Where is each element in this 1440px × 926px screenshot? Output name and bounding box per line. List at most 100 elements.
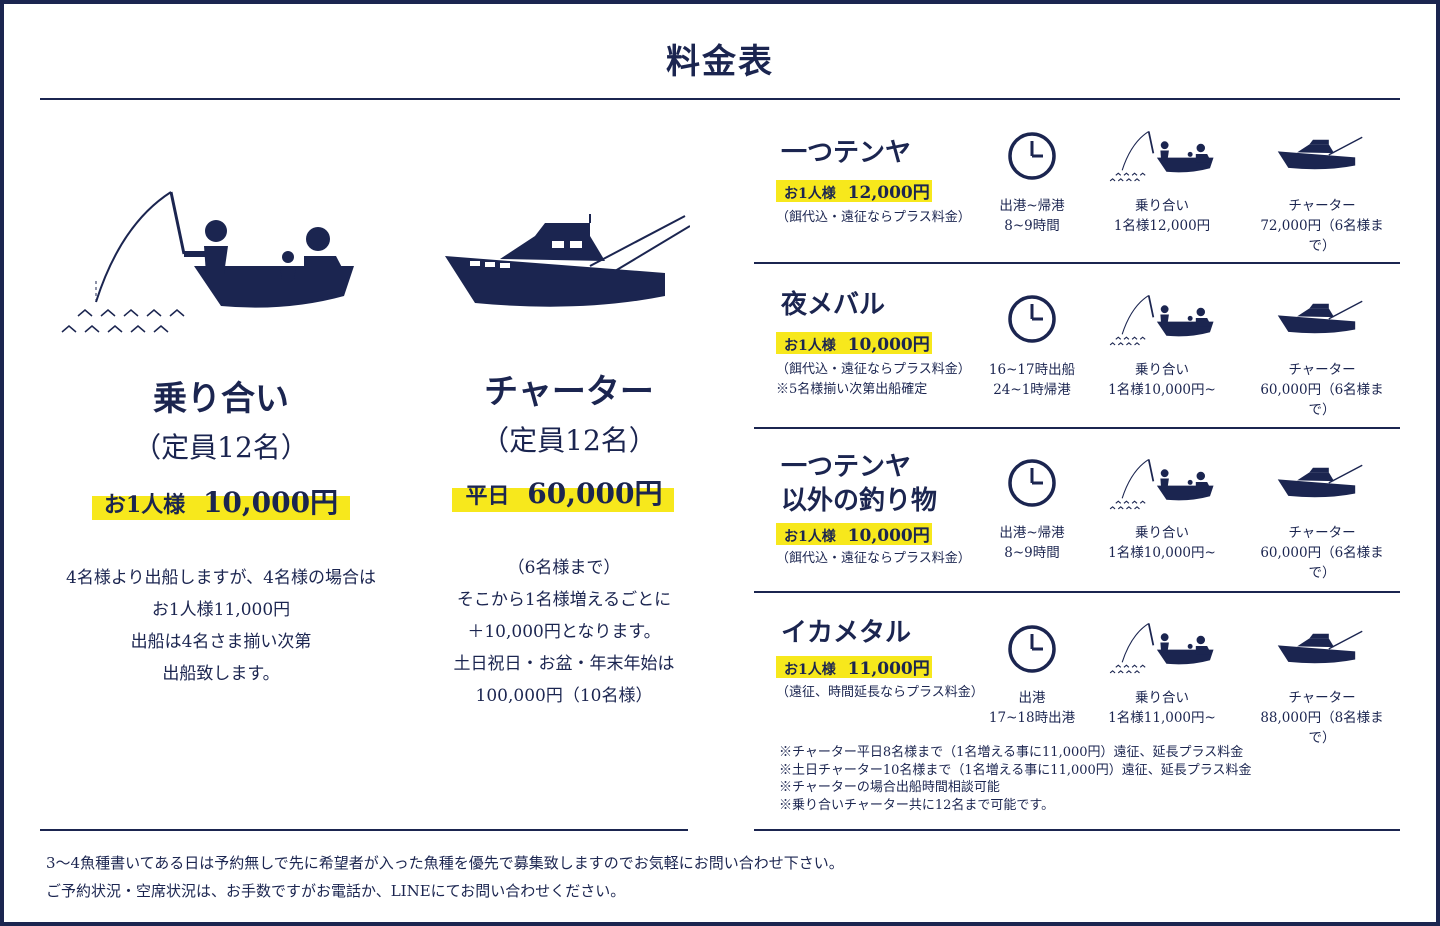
shared-plan-header: 乗り合い （定員12名） <box>76 371 366 466</box>
fish-notes: （遠征、時間延長ならプラス料金） <box>776 683 984 703</box>
shared-price: 1名様11,000円~ <box>1108 710 1216 726</box>
desc-line: 4名様より出船しますが、4名様の場合は <box>66 568 376 588</box>
shared-info: 乗り合い 1名様10,000円~ <box>1102 523 1222 563</box>
shared-label: 乗り合い <box>1135 525 1189 541</box>
small-charter-boat-icon <box>1276 628 1364 668</box>
fish-name: 一つテンヤ <box>781 452 912 482</box>
charter-price-highlight <box>452 488 674 512</box>
fish-price: お1人様 10,000円 <box>784 330 930 355</box>
fish-price: お1人様 12,000円 <box>784 178 930 203</box>
shared-info: 乗り合い 1名様11,000円~ <box>1102 688 1222 728</box>
clock-icon <box>1007 458 1057 508</box>
fish-notes: （餌代込・遠征ならプラス料金） ※5名様揃い次第出船確定 <box>776 360 971 400</box>
charter-label: チャーター <box>1288 690 1356 706</box>
desc-line: そこから1名様増えるごとに <box>456 590 672 610</box>
small-charter-boat-icon <box>1276 298 1364 338</box>
right-bottom-divider <box>754 829 1400 831</box>
fish-name-line2: 以外の釣り物 <box>781 486 938 516</box>
desc-line: 出船致します。 <box>162 664 280 684</box>
time-value: 24~1時帰港 <box>993 382 1071 398</box>
fish-name: 夜メバル <box>781 290 886 320</box>
fish-notes: （餌代込・遠征ならプラス料金） <box>776 549 971 569</box>
shared-price-highlight <box>92 496 350 520</box>
desc-line: （6名様まで） <box>507 558 621 578</box>
time-value: 8~9時間 <box>1004 545 1060 561</box>
fish-name: 一つテンヤ <box>781 138 912 168</box>
charter-label: チャーター <box>1288 198 1356 214</box>
time-value: 17~18時出港 <box>988 710 1076 726</box>
shared-boat-icon <box>56 184 361 339</box>
fish-price-value: 10,000円 <box>847 335 930 355</box>
fish-name: イカメタル <box>781 618 912 648</box>
shared-plan-price: お1人様 10,000円 <box>76 481 366 521</box>
charter-info: チャーター 88,000円（8名様まで） <box>1252 688 1392 748</box>
charter-plan-price: 平日 60,000円 <box>424 472 704 512</box>
small-shared-boat-icon <box>1108 128 1216 184</box>
fish-note: （遠征、時間延長ならプラス料金） <box>776 685 984 700</box>
time-info: 16~17時出船 24~1時帰港 <box>972 360 1092 400</box>
charter-plan-description: （6名様まで） そこから1名様増えるごとに ＋10,000円となります。 土日祝… <box>394 552 734 712</box>
charter-note: ※土日チャーター10名様まで（1名増える事に11,000円）遠征、延長プラス料金 <box>779 762 1252 778</box>
fish-row-ika-metal: イカメタル <box>781 616 911 650</box>
desc-line: 出船は4名さま揃い次第 <box>130 632 312 652</box>
charter-plan-name: チャーター <box>484 372 654 412</box>
shared-plan-capacity: （定員12名） <box>133 431 309 464</box>
small-charter-boat-icon <box>1276 462 1364 502</box>
charter-info: チャーター 60,000円（6名様まで） <box>1252 360 1392 420</box>
small-charter-boat-icon <box>1276 134 1364 174</box>
shared-info: 乗り合い 1名様12,000円 <box>1102 196 1222 236</box>
charter-plan-header: チャーター （定員12名） <box>424 364 714 459</box>
fish-price-highlight <box>776 656 932 678</box>
fish-price-value: 12,000円 <box>847 183 930 203</box>
charter-note: ※チャーターの場合出船時間相談可能 <box>779 780 1000 795</box>
fish-price-label: お1人様 <box>784 186 836 202</box>
charter-boat-icon <box>440 211 690 316</box>
shared-price: 1名様10,000円~ <box>1108 382 1216 398</box>
charter-price: 60,000円（6名様まで） <box>1260 545 1384 581</box>
left-bottom-divider <box>40 829 688 831</box>
shared-price-label: お1人様 <box>103 492 186 518</box>
page-title: 料金表 <box>666 42 774 82</box>
charter-label: チャーター <box>1288 525 1356 541</box>
charter-price: 60,000円（6名様まで） <box>1260 382 1384 418</box>
fish-price-label: お1人様 <box>784 529 836 545</box>
row-divider <box>754 591 1400 593</box>
charter-notes: ※チャーター平日8名様まで（1名増える事に11,000円）遠征、延長プラス料金 … <box>779 744 1252 814</box>
fish-note: （餌代込・遠征ならプラス料金） <box>776 362 971 377</box>
fish-price-value: 10,000円 <box>847 526 930 546</box>
fish-price-label: お1人様 <box>784 338 836 354</box>
charter-note: ※チャーター平日8名様まで（1名増える事に11,000円）遠征、延長プラス料金 <box>779 745 1244 760</box>
footer-line: 3～4魚種書いてある日は予約無しで先に希望者が入った魚種を優先で募集致しますので… <box>46 854 844 872</box>
shared-label: 乗り合い <box>1135 362 1189 378</box>
small-shared-boat-icon <box>1108 456 1216 512</box>
fish-price: お1人様 11,000円 <box>784 654 930 679</box>
time-label: 出港 <box>1018 690 1046 706</box>
fish-row-ichitsu-tenya: 一つテンヤ <box>781 136 911 170</box>
desc-line: お1人様11,000円 <box>151 600 291 620</box>
charter-price: 72,000円（6名様まで） <box>1260 218 1384 254</box>
fish-note: （餌代込・遠征ならプラス料金） <box>776 551 971 566</box>
charter-info: チャーター 60,000円（6名様まで） <box>1252 523 1392 583</box>
time-info: 出港~帰港 8~9時間 <box>972 523 1092 563</box>
title-divider <box>40 98 1400 100</box>
time-label: 16~17時出船 <box>988 362 1076 378</box>
footer-line: ご予約状況・空席状況は、お手数ですがお電話か、LINEにてお問い合わせください。 <box>46 882 626 900</box>
shared-plan-name: 乗り合い <box>153 379 289 419</box>
charter-plan-capacity: （定員12名） <box>481 424 657 457</box>
fish-note: （餌代込・遠征ならプラス料金） <box>776 210 971 225</box>
fish-price-highlight <box>776 523 932 545</box>
charter-info: チャーター 72,000円（6名様まで） <box>1252 196 1392 256</box>
time-info: 出港 17~18時出港 <box>972 688 1092 728</box>
fish-price-label: お1人様 <box>784 662 836 678</box>
charter-price-value: 60,000円 <box>527 477 663 510</box>
fish-price: お1人様 10,000円 <box>784 521 930 546</box>
row-divider <box>754 427 1400 429</box>
clock-icon <box>1007 624 1057 674</box>
charter-price-label: 平日 <box>465 483 510 509</box>
fish-price-highlight <box>776 180 932 202</box>
shared-plan-description: 4名様より出船しますが、4名様の場合は お1人様11,000円 出船は4名さま揃… <box>26 562 416 690</box>
shared-price: 1名様12,000円 <box>1113 218 1211 234</box>
time-label: 出港~帰港 <box>999 198 1065 214</box>
fish-note: ※5名様揃い次第出船確定 <box>776 382 928 397</box>
